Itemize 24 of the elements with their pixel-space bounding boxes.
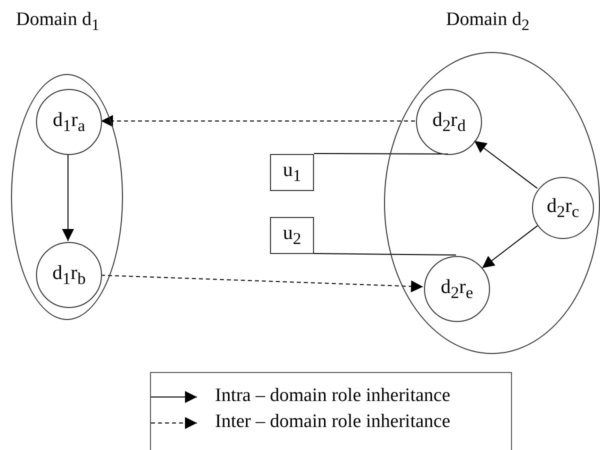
role-label: d$_{1}$r$_{b}$ (52, 262, 86, 288)
domain-heading: Domain d$_{1}$ (16, 9, 100, 35)
arrow (482, 225, 538, 268)
arrow (100, 274, 424, 292)
role-circle (36, 89, 102, 155)
arrow (474, 140, 538, 189)
role-circle (36, 242, 102, 308)
role-label: d$_{2}$r$_{e}$ (440, 276, 474, 302)
domain-heading: Domain d$_{2}$ (446, 9, 530, 35)
user-label: u$_{1}$ (282, 158, 302, 186)
user-label: u$_{2}$ (282, 222, 302, 248)
arrow (62, 154, 74, 242)
user-box (270, 154, 314, 190)
legend-text: Intra – domain role inheritance (215, 385, 450, 407)
role-label: d$_{1}$r$_{a}$ (52, 108, 86, 136)
role-circle (416, 89, 482, 155)
role-circle (424, 256, 490, 322)
arrow (100, 115, 416, 127)
user-box (270, 216, 314, 254)
role-label: d$_{2}$r$_{d}$ (432, 108, 466, 136)
connector-line (314, 253, 456, 256)
role-circle (532, 177, 594, 239)
legend-text: Inter – domain role inheritance (215, 411, 450, 433)
role-label: d$_{2}$r$_{c}$ (546, 194, 580, 222)
